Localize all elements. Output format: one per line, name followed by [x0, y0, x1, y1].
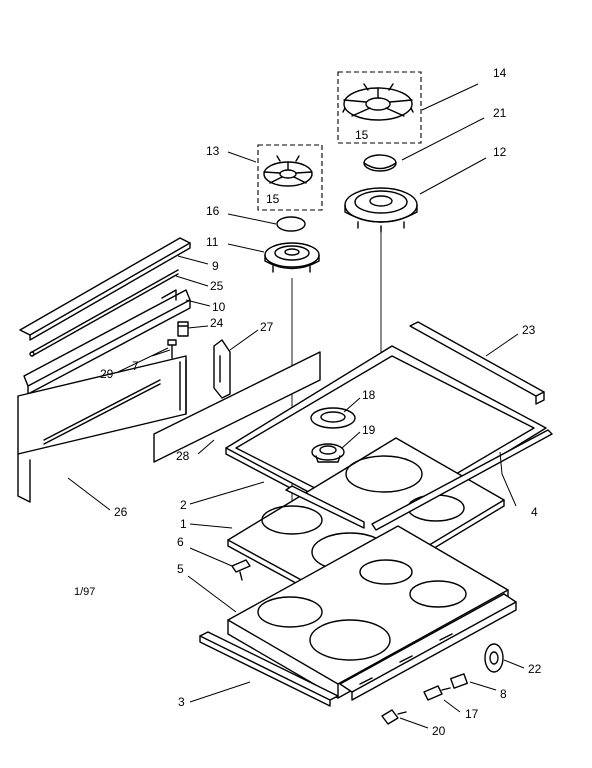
part-10-control-panel-bracket	[23, 289, 191, 395]
callout-14: 14	[493, 66, 507, 80]
callout-12: 12	[493, 145, 507, 159]
callout-5: 5	[177, 562, 184, 576]
part-3-front-trim	[199, 631, 339, 707]
control-panel-front	[339, 593, 517, 701]
callout-27: 27	[260, 320, 274, 334]
callout-4: 4	[531, 505, 538, 519]
part-14-burner-grate-large	[337, 71, 422, 144]
part-11-burner-head-small	[264, 242, 320, 273]
part-28-insulation-strip	[153, 351, 321, 463]
part-22-knob-bezel	[484, 643, 504, 673]
part-19-burner-base	[311, 443, 345, 463]
part-24-clip	[177, 321, 189, 337]
part-7-screw	[167, 339, 177, 359]
part-25-rod	[29, 269, 179, 357]
callout-29: 29	[100, 367, 114, 381]
part-20-orifice	[381, 709, 407, 725]
part-9-trim-strip	[19, 237, 191, 341]
callout-13: 13	[206, 144, 220, 158]
callout-24: 24	[210, 316, 224, 330]
callout-11: 11	[206, 235, 219, 249]
callout-22: 22	[528, 662, 542, 676]
callout-15-lower: 15	[266, 192, 280, 206]
callout-18: 18	[362, 388, 376, 402]
part-4-side-rail	[371, 429, 553, 531]
leader-lines	[67, 83, 525, 729]
callout-6: 6	[177, 535, 184, 549]
callout-19: 19	[362, 423, 376, 437]
callout-3: 3	[178, 695, 185, 709]
part-21-burner-cap	[363, 154, 397, 172]
part-26-front-panel	[17, 355, 187, 503]
callout-8: 8	[500, 687, 507, 701]
callout-21: 21	[493, 106, 507, 120]
part-12-burner-head	[344, 187, 418, 233]
callout-labels: 14 15 21 12 13 15 16 11 9 25 10 24 27 23…	[74, 66, 542, 738]
callout-20: 20	[432, 724, 446, 738]
callout-9: 9	[212, 259, 219, 273]
part-8-switch	[450, 673, 468, 689]
part-2-front-rail	[285, 485, 365, 529]
callout-28: 28	[176, 449, 190, 463]
part-17-igniter	[423, 685, 451, 701]
part-23-side-trim	[409, 321, 545, 405]
callout-15-upper: 15	[355, 128, 369, 142]
callout-2: 2	[180, 498, 187, 512]
callout-17: 17	[465, 707, 479, 721]
callout-23: 23	[522, 323, 536, 337]
callout-16: 16	[206, 204, 220, 218]
part-18-burner-ring	[310, 407, 356, 429]
part-6-hold-down-clip	[231, 559, 251, 581]
callout-25: 25	[210, 279, 224, 293]
callout-26: 26	[114, 505, 128, 519]
part-27-bracket	[213, 339, 231, 399]
callout-7: 7	[132, 359, 139, 373]
callout-10: 10	[212, 300, 226, 314]
callout-1: 1	[180, 517, 187, 531]
part-13-burner-grate-small	[257, 144, 323, 211]
date-code: 1/97	[74, 586, 95, 598]
part-16-burner-cap-small	[276, 216, 306, 232]
